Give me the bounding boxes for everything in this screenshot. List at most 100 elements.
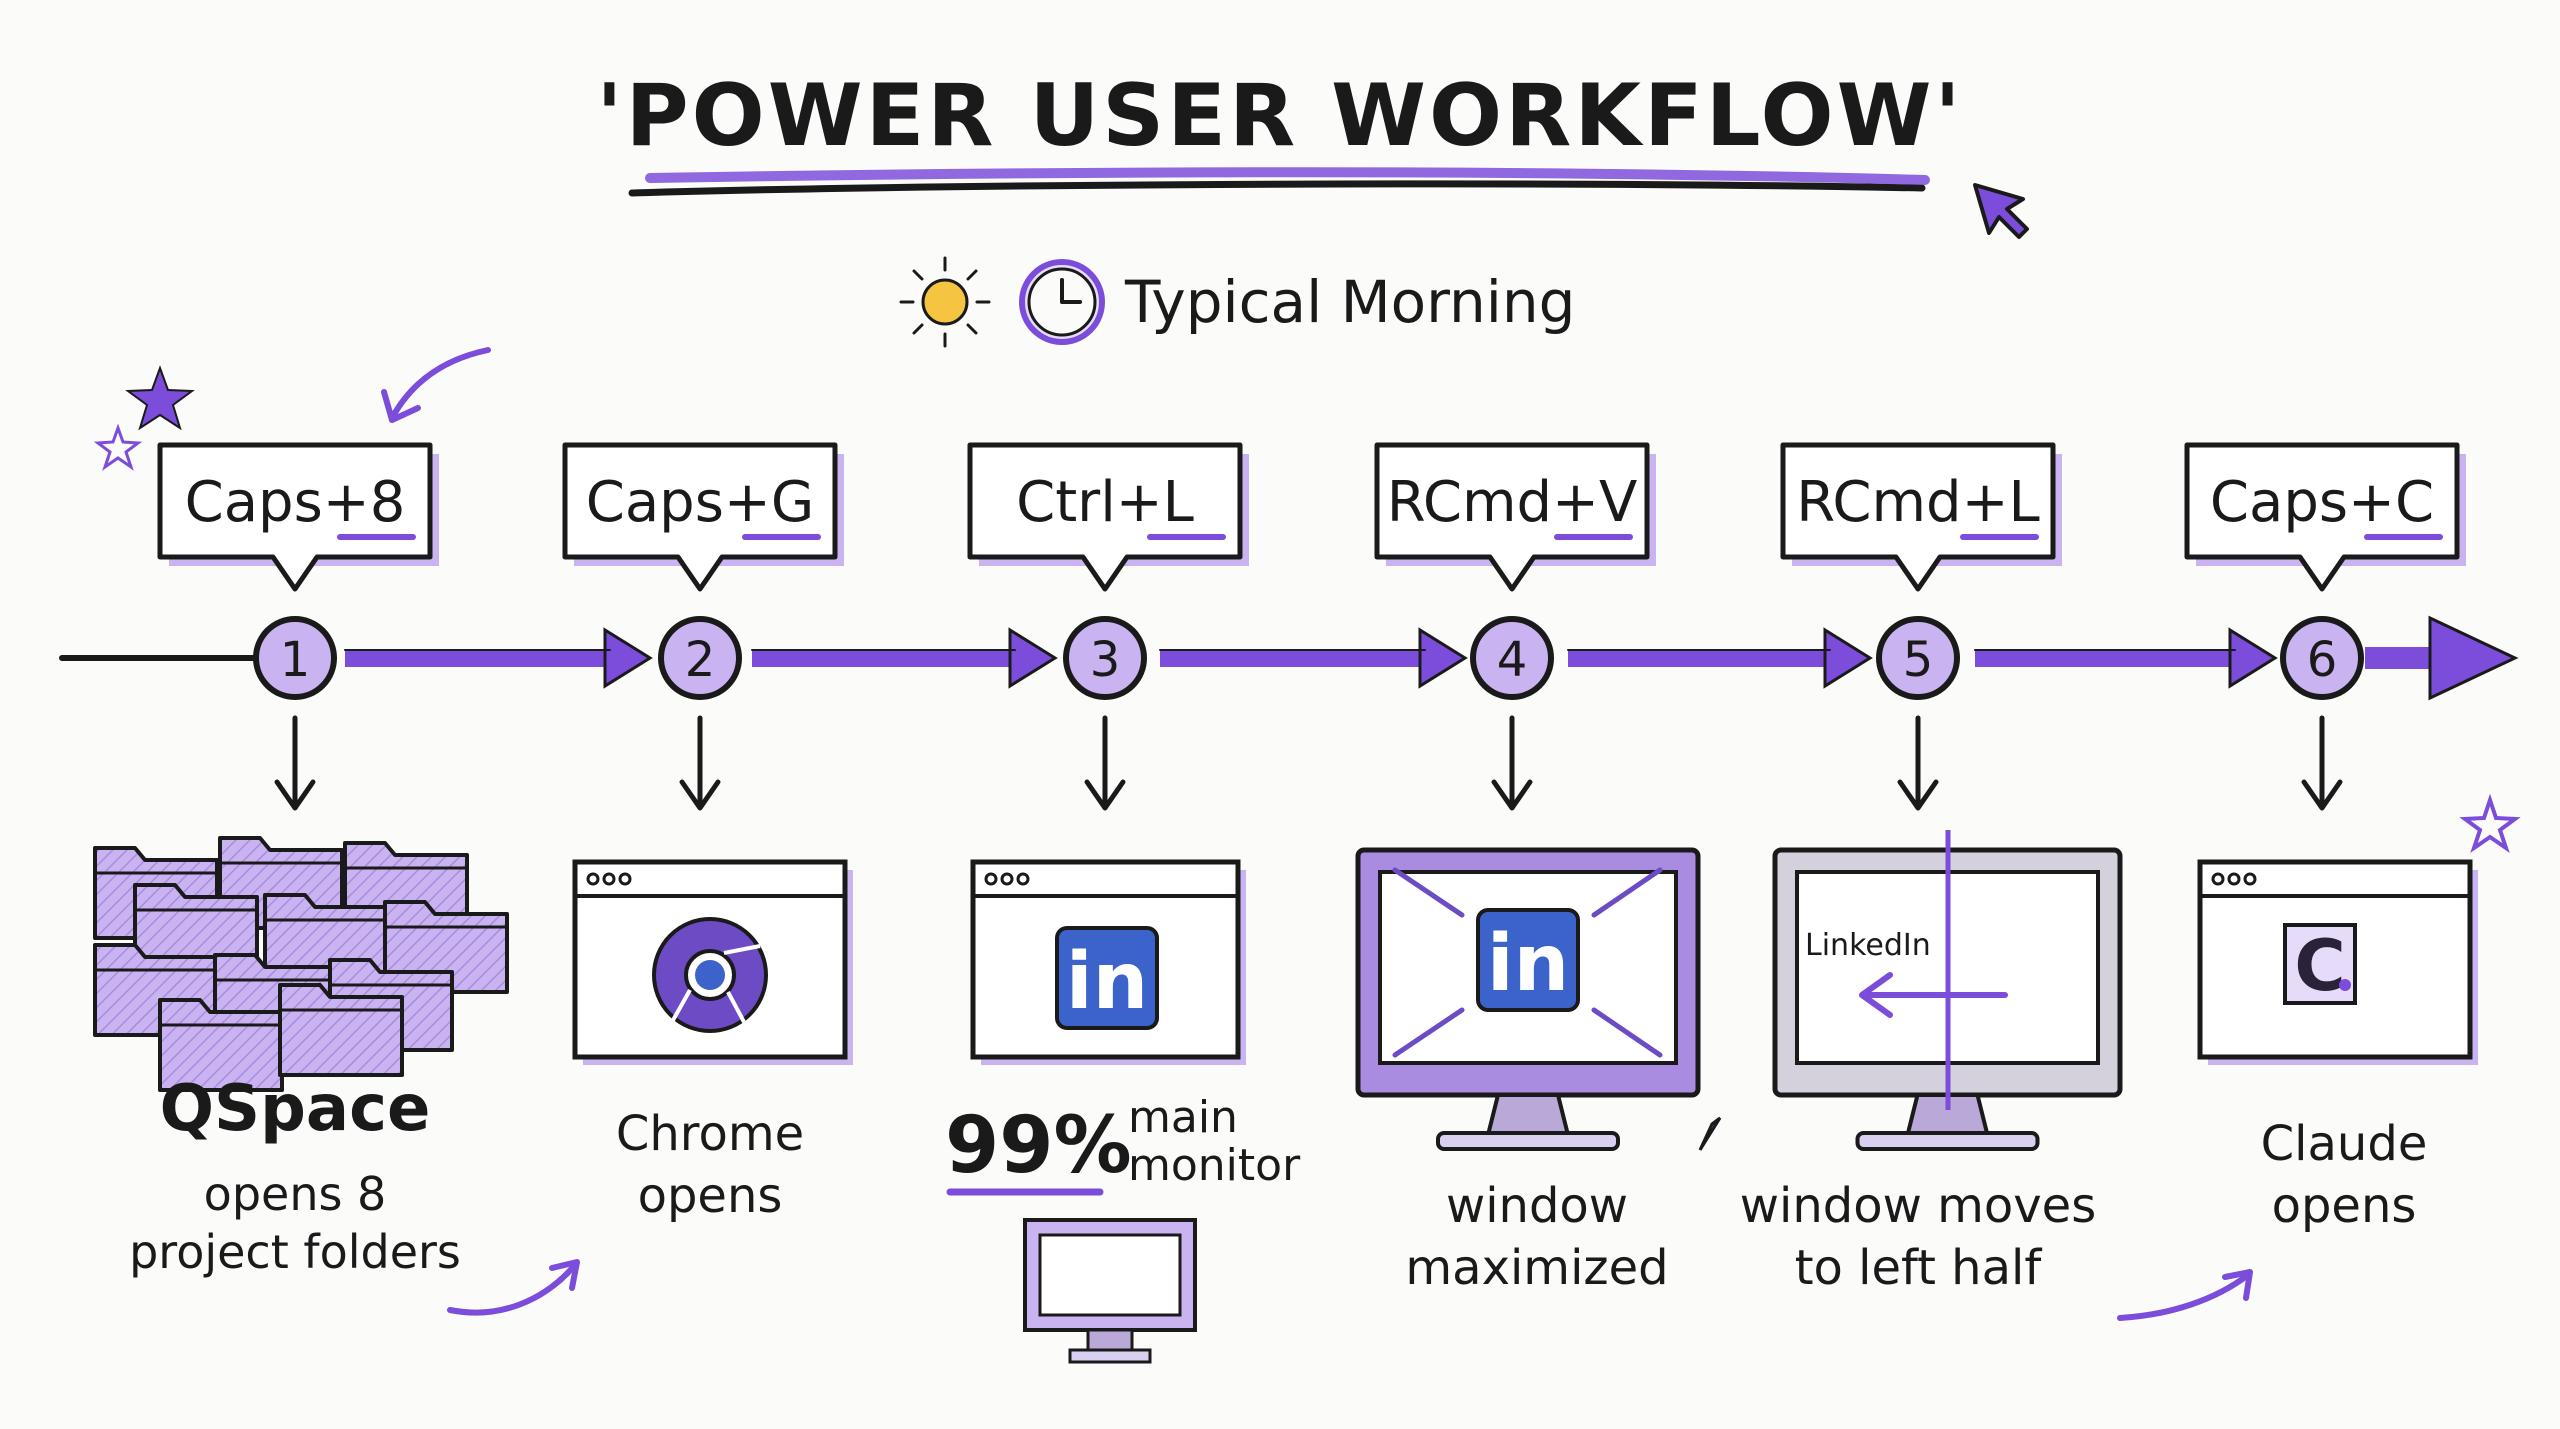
- expand-arrow: [1591, 1007, 1663, 1058]
- timeline-arrow: [1974, 627, 2278, 689]
- star-icon: [93, 423, 143, 471]
- title-underline: [628, 180, 1926, 197]
- caption-line: opens: [638, 1168, 783, 1224]
- step-caption: Chrome opens: [616, 1106, 804, 1224]
- down-arrow-head: [679, 779, 721, 811]
- star-icon: [2459, 793, 2521, 854]
- shortcut-label: Caps+G: [586, 470, 814, 535]
- chrome-icon: [572, 859, 853, 1065]
- down-arrow-head: [2301, 779, 2343, 811]
- shortcut-label: RCmd+L: [1796, 470, 2039, 535]
- small-monitor-base: [1068, 1348, 1152, 1364]
- sun-icon: [899, 256, 991, 348]
- monitor-maximize-icon: in: [1355, 847, 1722, 1151]
- chrome-segments: [670, 944, 761, 1023]
- shortcut-label: Caps+8: [185, 470, 406, 535]
- curved-arrow-head: [381, 389, 421, 423]
- chrome-core: [695, 960, 725, 990]
- folders-icon: [93, 836, 509, 1092]
- window-dot: [2211, 872, 2225, 886]
- cursor-arrow-icon: [1973, 183, 2029, 239]
- shortcut-key: L: [2009, 470, 2040, 535]
- title-group: 'POWER USER WORKFLOW': [596, 66, 2029, 239]
- linkedin-letters: in: [1066, 937, 1148, 1027]
- claude-logo-dot: [2339, 979, 2351, 991]
- decorations: [93, 347, 2521, 1321]
- monitor-base: [1855, 1131, 2040, 1151]
- shortcut-key: V: [1599, 470, 1637, 535]
- move-left-arrow-head: [1859, 972, 1893, 1018]
- claude-logo-letter: C: [2294, 925, 2345, 1007]
- shortcut-bubble: [2184, 442, 2460, 592]
- step-number-circle: [253, 616, 337, 700]
- caption-emphasis: 99%: [945, 1101, 1132, 1191]
- step-number-circle: [2280, 616, 2364, 700]
- step-number: 6: [2307, 632, 2338, 688]
- monitor-stand: [1485, 1093, 1571, 1137]
- small-monitor-screen: [1038, 1233, 1182, 1317]
- expand-arrow: [1591, 867, 1663, 918]
- caption-line: window moves: [1740, 1178, 2096, 1234]
- linkedin-icon: in: [970, 859, 1246, 1364]
- subtitle-group: Typical Morning: [899, 256, 1575, 348]
- step-number: 4: [1497, 632, 1528, 688]
- caption-line: opens 8: [204, 1167, 387, 1221]
- expand-arrow: [1392, 1007, 1465, 1058]
- shortcut-bubble: [157, 442, 433, 592]
- caption-line: opens: [2272, 1178, 2417, 1234]
- step-number: 3: [1090, 632, 1121, 688]
- caption-line: QSpace: [160, 1072, 431, 1146]
- title-underline-accent: [645, 167, 1930, 185]
- monitor-left-half-icon: LinkedIn: [1772, 830, 2123, 1151]
- step-number-circle: [658, 616, 742, 700]
- star-icon: [125, 365, 195, 431]
- step-number: 2: [685, 632, 716, 688]
- linkedin-logo: [1055, 926, 1159, 1030]
- shortcut-prefix: Ctrl+: [1016, 470, 1163, 535]
- monitor-base: [1436, 1131, 1620, 1151]
- down-arrow-head: [1491, 779, 1533, 811]
- shortcut-label: Caps+C: [2210, 470, 2434, 535]
- step-number: 5: [1903, 632, 1934, 688]
- timeline: [59, 615, 2519, 701]
- shortcut-bubble: [562, 442, 838, 592]
- timeline-arrow: [344, 627, 653, 689]
- down-arrow-head: [274, 779, 316, 811]
- shortcut-key: C: [2395, 470, 2434, 535]
- window-dot: [2243, 872, 2257, 886]
- window-dot: [984, 872, 998, 886]
- shortcut-bubble: [967, 442, 1243, 592]
- caption-line: Claude: [2261, 1116, 2428, 1172]
- caption-line: monitor: [1128, 1140, 1301, 1191]
- linkedin-letters: in: [1487, 919, 1569, 1009]
- caption-line: project folders: [129, 1225, 461, 1279]
- shortcut-key: 8: [370, 470, 406, 535]
- shortcut-prefix: RCmd+: [1387, 470, 1599, 535]
- curved-arrow-icon: [389, 347, 491, 421]
- timeline-arrow: [751, 627, 1058, 689]
- window-dot: [2227, 872, 2241, 886]
- shortcut-prefix: Caps+: [586, 470, 771, 535]
- curved-arrow-head: [549, 1259, 580, 1291]
- linkedin-logo: [1476, 908, 1580, 1012]
- shortcut-prefix: Caps+: [185, 470, 370, 535]
- caption-line: window: [1446, 1178, 1628, 1234]
- cursor-icon: [1698, 1116, 1722, 1151]
- shortcut-prefix: Caps+: [2210, 470, 2395, 535]
- subtitle: Typical Morning: [1124, 268, 1575, 336]
- caption-line: Chrome: [616, 1106, 804, 1162]
- window-dot: [1000, 872, 1014, 886]
- screen-label: LinkedIn: [1805, 928, 1931, 963]
- clock-icon: [1019, 259, 1105, 345]
- page-title: 'POWER USER WORKFLOW': [596, 66, 1964, 166]
